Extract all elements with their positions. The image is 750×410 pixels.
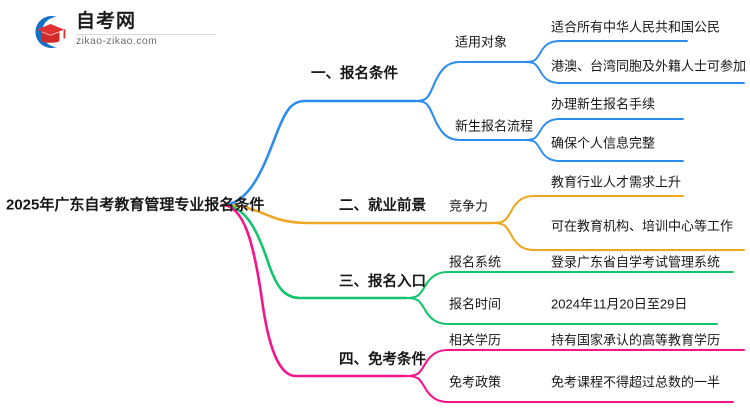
subbranch-label-4-2[interactable]: 免考政策 bbox=[449, 374, 502, 390]
leaf-2-1-2[interactable]: 可在教育机构、培训中心等工作 bbox=[551, 218, 734, 234]
subbranch-label-4-1[interactable]: 相关学历 bbox=[449, 332, 502, 348]
leaf-4-1-1[interactable]: 持有国家承认的高等教育学历 bbox=[551, 332, 721, 348]
branch-label-1[interactable]: 一、报名条件 bbox=[311, 65, 398, 82]
branch-label-2[interactable]: 二、就业前景 bbox=[339, 197, 426, 214]
subbranch-label-3-2[interactable]: 报名时间 bbox=[449, 296, 502, 312]
logo-brand-text: 自考网 bbox=[76, 11, 137, 32]
subbranch-label-2-1[interactable]: 竞争力 bbox=[449, 198, 489, 214]
site-logo[interactable]: 自考网 zikao-zikao.com bbox=[30, 10, 230, 54]
leaf-1-1-1[interactable]: 适合所有中华人民共和国公民 bbox=[551, 19, 721, 35]
leaf-1-1-2[interactable]: 港澳、台湾同胞及外籍人士可参加 bbox=[551, 58, 747, 74]
logo-divider bbox=[76, 34, 216, 35]
branch-label-4[interactable]: 四、免考条件 bbox=[339, 351, 426, 368]
leaf-2-1-1[interactable]: 教育行业人才需求上升 bbox=[551, 174, 682, 190]
leaf-4-2-1[interactable]: 免考课程不得超过总数的一半 bbox=[551, 374, 721, 390]
leaf-3-2-1[interactable]: 2024年11月20日至29日 bbox=[551, 296, 688, 312]
subbranch-label-1-2[interactable]: 新生报名流程 bbox=[455, 118, 534, 134]
leaf-1-2-2[interactable]: 确保个人信息完整 bbox=[551, 135, 656, 151]
leaf-3-1-1[interactable]: 登录广东省自学考试管理系统 bbox=[551, 254, 721, 270]
logo-url-text: zikao-zikao.com bbox=[76, 35, 158, 47]
subbranch-label-3-1[interactable]: 报名系统 bbox=[449, 254, 502, 270]
leaf-1-2-1[interactable]: 办理新生报名手续 bbox=[551, 96, 656, 112]
graduation-cap-icon bbox=[30, 12, 72, 52]
branch-label-3[interactable]: 三、报名入口 bbox=[339, 273, 426, 290]
subbranch-label-1-1[interactable]: 适用对象 bbox=[455, 34, 508, 50]
mindmap-root-label[interactable]: 2025年广东自考教育管理专业报名条件 bbox=[6, 196, 265, 214]
